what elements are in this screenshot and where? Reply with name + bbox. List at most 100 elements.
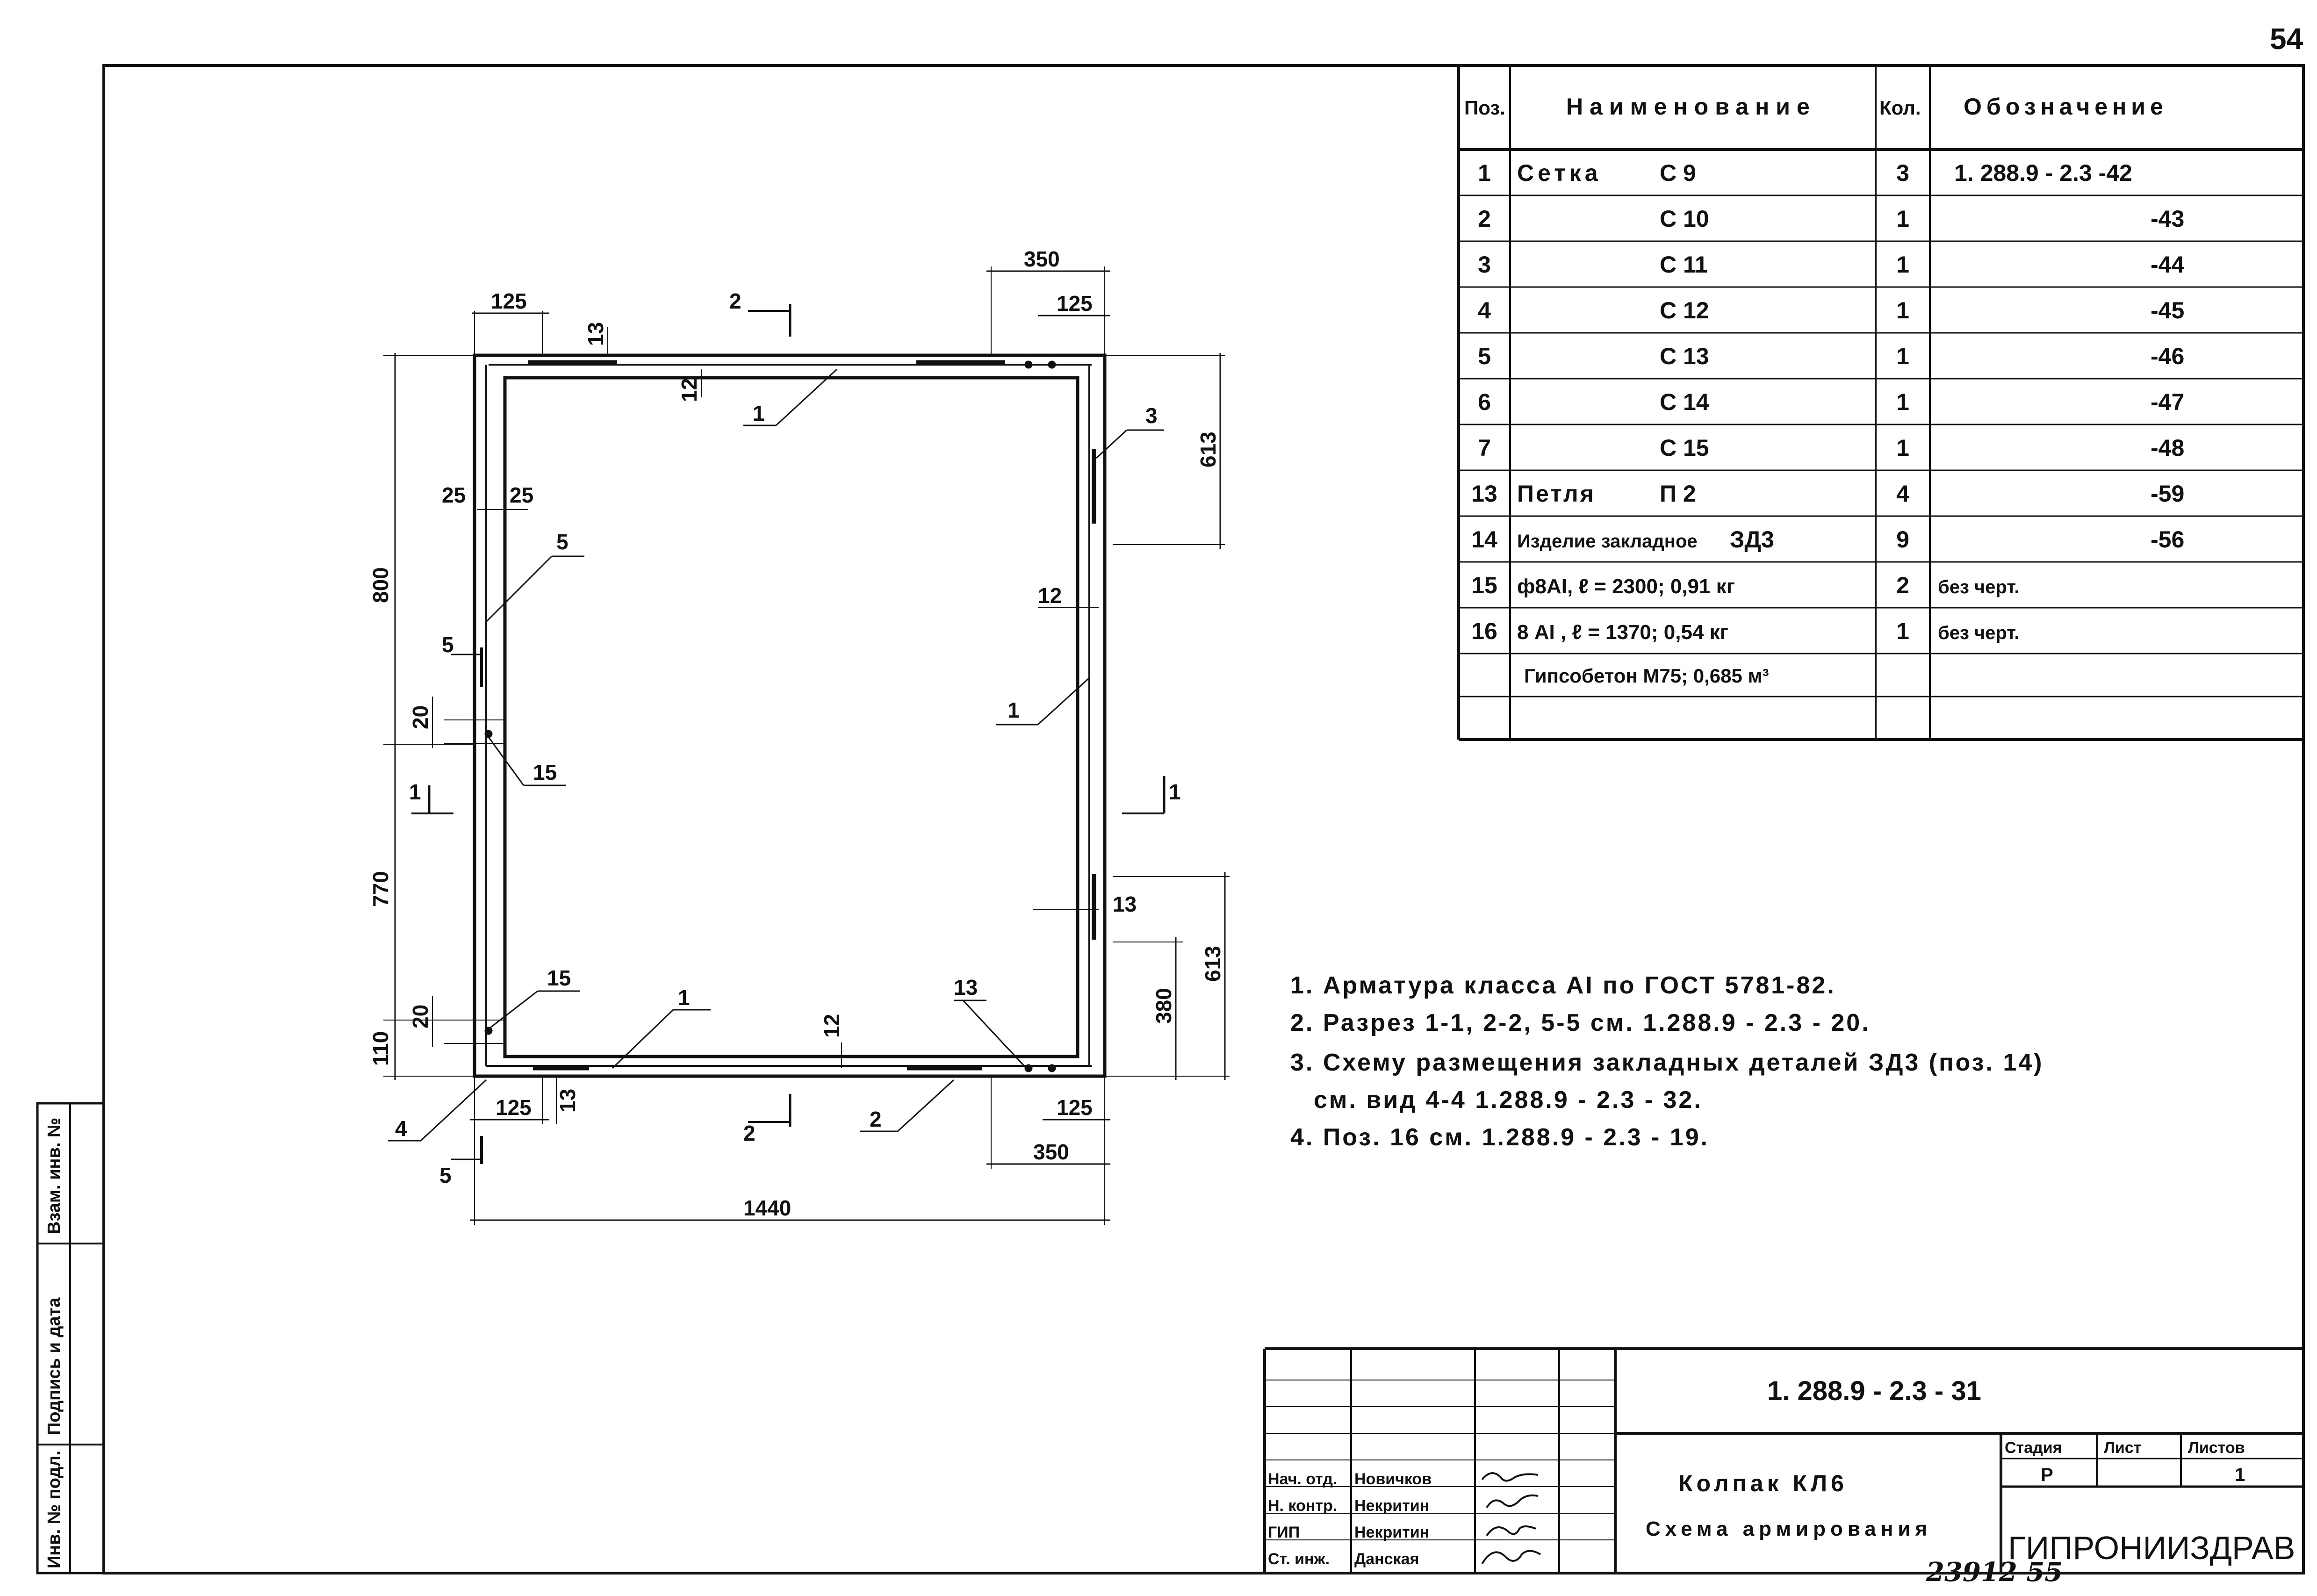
side-stamp xyxy=(36,1102,105,1574)
row16-name: 8 АI , ℓ = 1370; 0,54 кг xyxy=(1517,621,1728,644)
dim-bottom-left-125: 125 xyxy=(496,1095,532,1120)
row5-qty: 1 xyxy=(1896,343,1909,369)
signer3-name: Некритин xyxy=(1354,1524,1429,1541)
signer3-role: ГИП xyxy=(1268,1524,1300,1541)
signature-4 xyxy=(1481,1550,1541,1565)
signature-3 xyxy=(1486,1525,1536,1537)
row7-qty: 1 xyxy=(1896,435,1909,461)
row4-pos: 4 xyxy=(1478,297,1491,324)
dim-top-right-125: 125 xyxy=(1057,291,1093,316)
sheets-value: 1 xyxy=(2235,1465,2245,1485)
header-qty: Кол. xyxy=(1879,97,1921,119)
row13-pos: 13 xyxy=(1471,481,1497,507)
signer4-name: Данская xyxy=(1354,1550,1419,1568)
header-name: Наименование xyxy=(1566,93,1816,120)
sheet-frame xyxy=(102,64,2305,1574)
row16-designation: без черт. xyxy=(1938,623,2020,643)
dim-top-left-125: 125 xyxy=(491,289,527,313)
callout-1-right: 1 xyxy=(1007,698,1020,722)
note-4: 4. Поз. 16 см. 1.288.9 - 2.3 - 19. xyxy=(1290,1124,1709,1151)
dim-right-613-top: 613 xyxy=(1196,431,1220,467)
dim-right-13: 13 xyxy=(1113,892,1137,916)
row14-qty: 9 xyxy=(1896,526,1909,553)
sheets-header: Листов xyxy=(2188,1439,2245,1457)
callout-15-bottom: 15 xyxy=(547,966,571,990)
row13-mark: П 2 xyxy=(1660,481,1696,507)
section-2-top: 2 xyxy=(729,289,741,313)
dim-bottom-350: 350 xyxy=(1033,1140,1069,1164)
dim-bottom-1440: 1440 xyxy=(743,1196,791,1220)
row13-name: Петля xyxy=(1517,481,1596,507)
reinforcement-plan xyxy=(383,266,1230,1225)
row7-mark: С 15 xyxy=(1660,435,1709,461)
row16-pos: 16 xyxy=(1471,618,1497,644)
dim-right-12: 12 xyxy=(1038,583,1062,608)
row5-designation: -46 xyxy=(2151,343,2184,369)
callout-15-top: 15 xyxy=(533,760,557,784)
note-3: 3. Схему размещения закладных деталей ЗД… xyxy=(1290,1049,2044,1076)
row5-mark: С 13 xyxy=(1660,343,1709,369)
row1-designation: 1. 288.9 - 2.3 -42 xyxy=(1954,160,2132,186)
row7-pos: 7 xyxy=(1478,435,1491,461)
row3-mark: С 11 xyxy=(1660,252,1708,278)
dim-right-380: 380 xyxy=(1151,988,1176,1024)
title-line2: Схема армирования xyxy=(1646,1517,1932,1540)
row7-designation: -48 xyxy=(2151,435,2184,461)
callout-2: 2 xyxy=(870,1107,882,1131)
row13-qty: 4 xyxy=(1896,481,1909,507)
callout-5-left: 5 xyxy=(442,633,454,657)
section-1-left: 1 xyxy=(409,780,421,804)
title-block xyxy=(1263,1347,2303,1573)
title-line1: Колпак КЛ6 xyxy=(1678,1470,1848,1496)
row15-designation: без черт. xyxy=(1938,577,2020,597)
dim-left-800: 800 xyxy=(368,567,393,603)
row15-name: ф8АI, ℓ = 2300; 0,91 кг xyxy=(1517,575,1735,598)
row1-name: Сетка xyxy=(1517,160,1602,186)
row3-pos: 3 xyxy=(1478,252,1491,278)
sheet-header: Лист xyxy=(2104,1439,2141,1457)
dim-left-770: 770 xyxy=(368,871,393,907)
stamp-inv: Инв. № подл. xyxy=(44,1451,64,1568)
signature-1 xyxy=(1481,1472,1539,1482)
row14-name: Изделие закладное xyxy=(1517,531,1698,552)
row1-mark: С 9 xyxy=(1660,160,1696,186)
drawing-code: 1. 288.9 - 2.3 - 31 xyxy=(1767,1376,1981,1406)
dim-left-25b: 25 xyxy=(510,483,533,507)
row3-designation: -44 xyxy=(2151,252,2184,278)
header-designation: Обозначение xyxy=(1964,93,2168,120)
signer1-role: Нач. отд. xyxy=(1268,1470,1337,1488)
row6-pos: 6 xyxy=(1478,389,1491,415)
row15-pos: 15 xyxy=(1471,572,1497,598)
dim-bottom-12: 12 xyxy=(820,1014,844,1038)
spec-table-text: Поз. Наименование Кол. Обозначение 1 Сет… xyxy=(1464,93,2184,687)
header-pos: Поз. xyxy=(1464,97,1505,119)
dim-right-613-bottom: 613 xyxy=(1201,946,1225,982)
callout-5-bottom: 5 xyxy=(439,1163,452,1187)
concrete-row-name: Гипсобетон М75; 0,685 м³ xyxy=(1524,665,1769,687)
dim-bottom-13: 13 xyxy=(555,1089,580,1113)
dim-left-20-top: 20 xyxy=(408,705,432,729)
organization: ГИПРОНИИЗДРАВ xyxy=(2008,1530,2295,1566)
stage-value: Р xyxy=(2041,1465,2053,1485)
row15-qty: 2 xyxy=(1896,572,1909,598)
page-number: 54 xyxy=(2270,22,2303,56)
title-block-text: 1. 288.9 - 2.3 - 31 Колпак КЛ6 Схема арм… xyxy=(1268,1376,2295,1568)
spec-table xyxy=(1457,65,2303,741)
section-1-right: 1 xyxy=(1169,780,1181,804)
row14-mark: ЗД3 xyxy=(1730,526,1774,553)
callout-4: 4 xyxy=(395,1116,407,1141)
row4-mark: С 12 xyxy=(1660,297,1709,324)
dim-top-350: 350 xyxy=(1024,247,1060,271)
callout-1-bottom: 1 xyxy=(678,985,690,1010)
row2-mark: С 10 xyxy=(1660,206,1709,232)
row4-qty: 1 xyxy=(1896,297,1909,324)
callout-1-top: 1 xyxy=(753,401,765,425)
signer2-name: Некритин xyxy=(1354,1497,1429,1515)
callout-3: 3 xyxy=(1145,403,1158,428)
dim-left-25a: 25 xyxy=(442,483,466,507)
row5-pos: 5 xyxy=(1478,343,1491,369)
stage-header: Стадия xyxy=(2005,1439,2062,1457)
callout-13: 13 xyxy=(954,975,978,999)
dim-top-13: 13 xyxy=(583,322,608,346)
